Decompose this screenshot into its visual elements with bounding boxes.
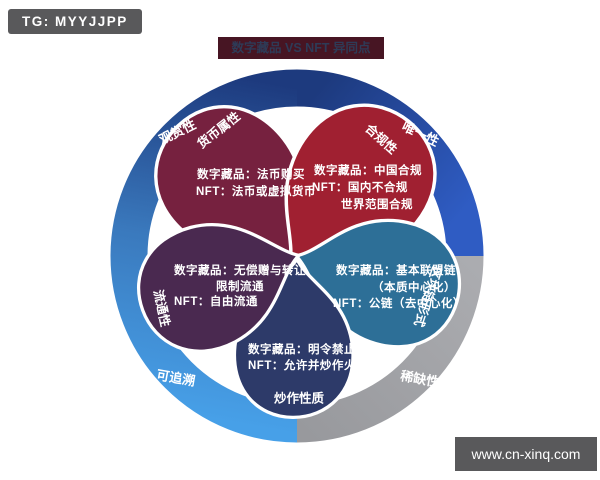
blockchain-line-1: 数字藏品：基本联盟链 (336, 265, 456, 277)
blockchain-line-3: NFT：公链（去中心化） (333, 298, 465, 310)
tg-badge: TG: MYYJJPP (8, 9, 142, 34)
circulation-line-2: 限制流通 (216, 281, 264, 293)
petal-label-speculation-nature: 炒作性质 (273, 391, 325, 406)
blockchain-line-2: （本质中心化） (372, 282, 456, 294)
currency-line-1: 数字藏品：法币购买 (197, 169, 305, 181)
circulation-line-1: 数字藏品：无偿赠与转让 (174, 265, 306, 277)
compliance-line-1: 数字藏品：中国合规 (314, 165, 422, 177)
currency-line-2: NFT：法币或虚拟货币 (196, 186, 316, 198)
speculation-line-2: NFT：允许并炒作火热 (248, 360, 368, 372)
compliance-line-3: 世界范围合规 (341, 199, 413, 211)
website-watermark: www.cn-xinq.com (455, 437, 597, 471)
diagram-title: 数字藏品 VS NFT 异同点 (218, 37, 384, 59)
petal-circulation (137, 222, 301, 353)
circulation-line-3: NFT：自由流通 (174, 296, 258, 308)
ring-gray-arc (296, 255, 484, 443)
speculation-line-1: 数字藏品：明令禁止炒作 (248, 344, 380, 356)
compliance-line-2: NFT：国内不合规 (312, 182, 408, 194)
